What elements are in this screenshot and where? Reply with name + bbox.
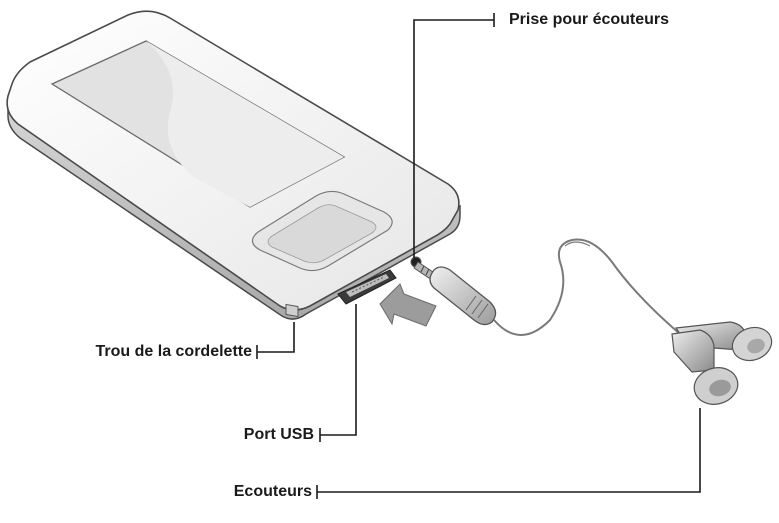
leader-headphone-jack [413, 19, 494, 258]
earphone-cable [493, 238, 681, 336]
leader-strap-hole [257, 322, 295, 353]
strap-hole-icon [285, 303, 299, 318]
earphone-plug [413, 238, 681, 336]
headphone-jack-label: Prise pour écouteurs [509, 11, 670, 28]
leader-lines [256, 13, 701, 499]
earbuds [671, 321, 773, 405]
strap-hole-label: Trou de la cordelette [95, 343, 252, 360]
usb-port-label: Port USB [243, 426, 314, 443]
usb-connector [337, 269, 397, 305]
screen-reflection [146, 41, 344, 207]
insert-arrow-icon [379, 283, 437, 327]
leader-usb-port [320, 304, 357, 436]
control-pad-inner [267, 204, 377, 264]
earphones-label: Ecouteurs [233, 483, 312, 500]
leader-earphones [317, 408, 701, 493]
mp3-player-device [6, 10, 461, 320]
